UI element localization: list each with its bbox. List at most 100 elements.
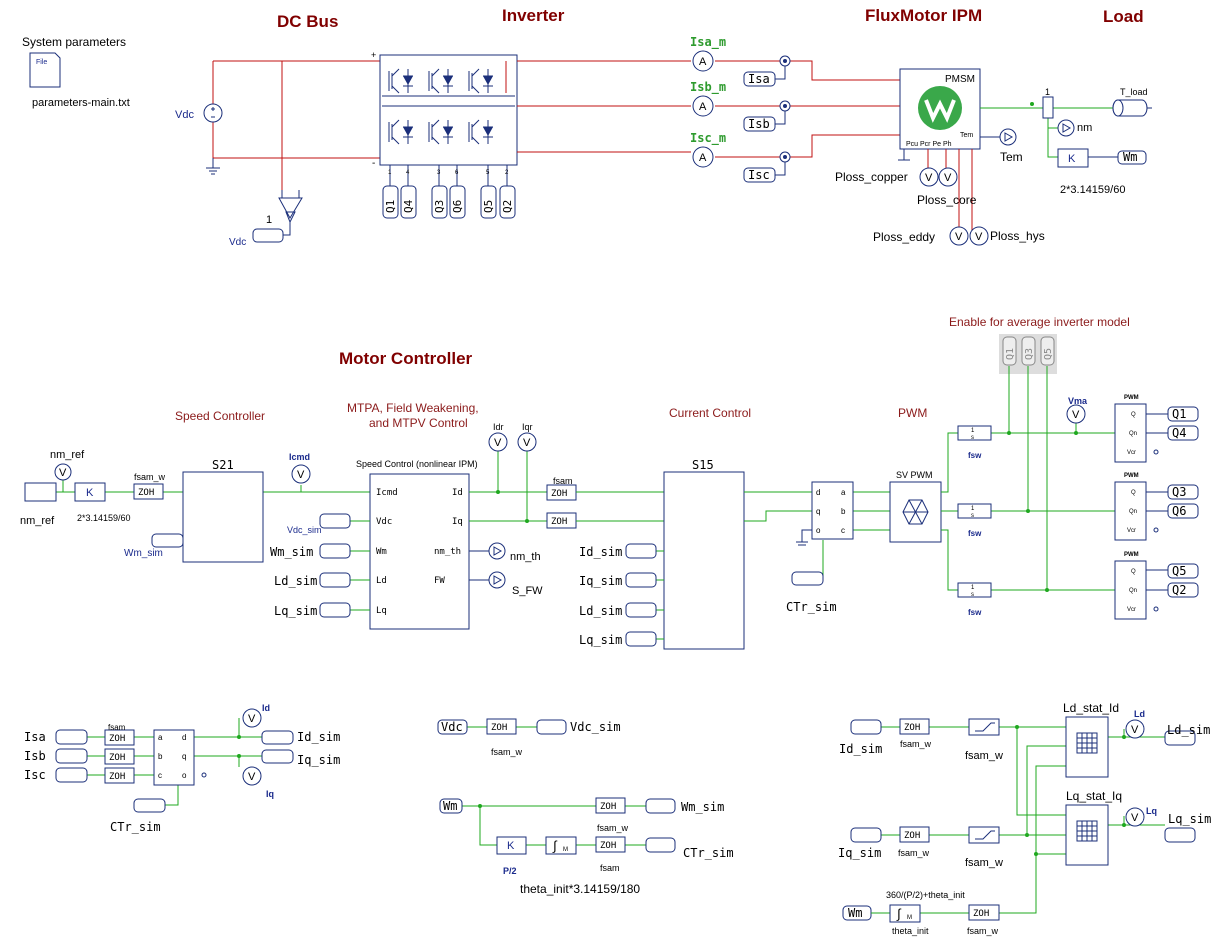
- abc-zoh-1[interactable]: ZOH: [104, 748, 135, 765]
- current-controller-s15[interactable]: S15: [663, 458, 745, 650]
- nm-ref-voltmeter[interactable]: V: [54, 463, 72, 481]
- idr-voltmeter[interactable]: V: [488, 432, 508, 452]
- lut-id-limiter[interactable]: [968, 718, 1000, 736]
- mtpa-source-2: [319, 572, 351, 588]
- current-sensor-isb[interactable]: [775, 100, 791, 125]
- current-sensor-isc[interactable]: [775, 151, 791, 176]
- ld-voltmeter[interactable]: V: [1125, 719, 1145, 739]
- igbt-switch[interactable]: [388, 119, 413, 145]
- pole-gain-k[interactable]: K: [496, 836, 527, 855]
- carrier-integrator-1[interactable]: 1s: [957, 503, 992, 519]
- mtpa-label-2: and MTPV Control: [369, 416, 468, 430]
- speed-gain-k[interactable]: K: [1057, 148, 1089, 168]
- pmsm-motor[interactable]: PMSM Tem Pcu Pcr Pe Ph: [899, 68, 981, 150]
- svg-text:V: V: [1131, 724, 1139, 736]
- inverter-bridge[interactable]: [379, 54, 518, 166]
- lut-iq-limiter[interactable]: [968, 826, 1000, 844]
- ammeter-isb_m[interactable]: A: [692, 95, 714, 117]
- abc-zoh-0[interactable]: ZOH: [104, 729, 135, 746]
- iq-zoh[interactable]: ZOH: [546, 512, 577, 529]
- ld-sim-label: Ld_sim: [1167, 723, 1210, 737]
- svg-text:FW: FW: [434, 576, 445, 586]
- gate-input-q6[interactable]: 6Q6: [449, 165, 466, 219]
- sv-pwm-block[interactable]: [889, 481, 942, 543]
- svg-text:c: c: [158, 771, 162, 780]
- dq-to-abc-transform[interactable]: [811, 481, 854, 540]
- vdc-source-label: Vdc: [175, 109, 194, 121]
- theta-integrator[interactable]: ∫M: [545, 836, 577, 855]
- loss-voltmeters[interactable]: V V V V: [919, 167, 989, 246]
- lut-theta-integrator[interactable]: ∫M: [889, 904, 921, 923]
- igbt-switch[interactable]: [468, 119, 493, 145]
- theta-zoh[interactable]: ZOH: [595, 836, 626, 853]
- vma-voltmeter[interactable]: V: [1066, 404, 1086, 424]
- nm-ref-source[interactable]: [24, 482, 57, 502]
- gate-input-q5[interactable]: 5Q5: [480, 165, 497, 219]
- abc-to-dq-transform[interactable]: [153, 729, 195, 786]
- wm-zoh[interactable]: ZOH: [595, 797, 626, 814]
- gate-input-q3[interactable]: 3Q3: [431, 165, 448, 219]
- lut-angle-expression: 360/(P/2)+theta_init: [886, 890, 965, 900]
- igbt-switch[interactable]: [468, 68, 493, 94]
- carrier-integrator-0[interactable]: 1s: [957, 425, 992, 441]
- nm-probe[interactable]: [1057, 119, 1075, 137]
- lut-id-zoh[interactable]: ZOH: [899, 718, 930, 735]
- ld-lookup-table[interactable]: [1065, 716, 1109, 778]
- parameter-file-name: parameters-main.txt: [32, 97, 130, 109]
- lut-iq-limiter-fsam: fsam_w: [965, 857, 1003, 869]
- nm-th-probe[interactable]: [488, 542, 506, 560]
- svg-text:Vcr: Vcr: [1127, 450, 1136, 456]
- mtpa-source-3: [319, 602, 351, 618]
- vdc-zoh[interactable]: ZOH: [486, 718, 517, 735]
- gate-input-q4[interactable]: 4Q4: [400, 165, 417, 219]
- svg-text:q: q: [182, 752, 186, 761]
- lut-wiring: [881, 725, 1165, 914]
- current-source-2: [625, 602, 657, 618]
- speed-controller-s21[interactable]: S21: [182, 458, 264, 563]
- ammeter-isa_m[interactable]: A: [692, 50, 714, 72]
- tem-probe[interactable]: [999, 128, 1017, 146]
- svg-text:V: V: [523, 437, 531, 449]
- current-sensor-isa[interactable]: [775, 55, 791, 80]
- iqr-voltmeter[interactable]: V: [517, 432, 537, 452]
- icmd-voltmeter[interactable]: V: [291, 464, 311, 484]
- speed-ref-gain[interactable]: K: [74, 482, 106, 502]
- s-fw-probe[interactable]: [488, 571, 506, 589]
- gate-input-q2[interactable]: 2Q2: [499, 165, 516, 219]
- svg-text:Ld_sim: Ld_sim: [579, 604, 622, 618]
- igbt-switch[interactable]: [428, 68, 453, 94]
- ctr-sim-out-label: CTr_sim: [683, 846, 734, 860]
- abc-ctr-source: [133, 798, 166, 813]
- igbt-switch[interactable]: [428, 119, 453, 145]
- carrier-integrator-2[interactable]: 1s: [957, 582, 992, 598]
- lut-iq-label: Iq_sim: [838, 846, 881, 860]
- id-zoh[interactable]: ZOH: [546, 484, 577, 501]
- current-label-1: Isb: [748, 117, 770, 131]
- svg-text:Isb: Isb: [24, 749, 46, 763]
- iq-voltmeter[interactable]: V: [242, 766, 262, 786]
- vdc-fsam-label: fsam_w: [491, 747, 523, 757]
- igbt-switch[interactable]: [388, 68, 413, 94]
- dc-voltage-source[interactable]: [203, 103, 223, 123]
- ammeter-isc_m[interactable]: A: [692, 146, 714, 168]
- gate-input-q1[interactable]: 1Q1: [382, 165, 399, 219]
- lq-lookup-table[interactable]: [1065, 804, 1109, 866]
- lut-iq-zoh[interactable]: ZOH: [899, 826, 930, 843]
- svg-text:V: V: [248, 771, 256, 783]
- lut-theta-zoh[interactable]: ZOH: [968, 904, 1000, 921]
- parameter-file-icon[interactable]: File: [29, 52, 61, 88]
- speed-sensor[interactable]: [1042, 96, 1054, 119]
- vdc-voltage-sensor[interactable]: [278, 190, 303, 236]
- svg-text:ZOH: ZOH: [491, 723, 507, 733]
- abc-zoh-2[interactable]: ZOH: [104, 767, 135, 784]
- svg-text:s: s: [971, 435, 974, 441]
- lq-voltmeter[interactable]: V: [1125, 807, 1145, 827]
- svg-text:Vcr: Vcr: [1127, 607, 1136, 613]
- torque-load[interactable]: [1112, 99, 1152, 117]
- speed-zoh[interactable]: ZOH: [133, 483, 164, 500]
- id-voltmeter[interactable]: V: [242, 708, 262, 728]
- svg-text:S15: S15: [692, 458, 714, 472]
